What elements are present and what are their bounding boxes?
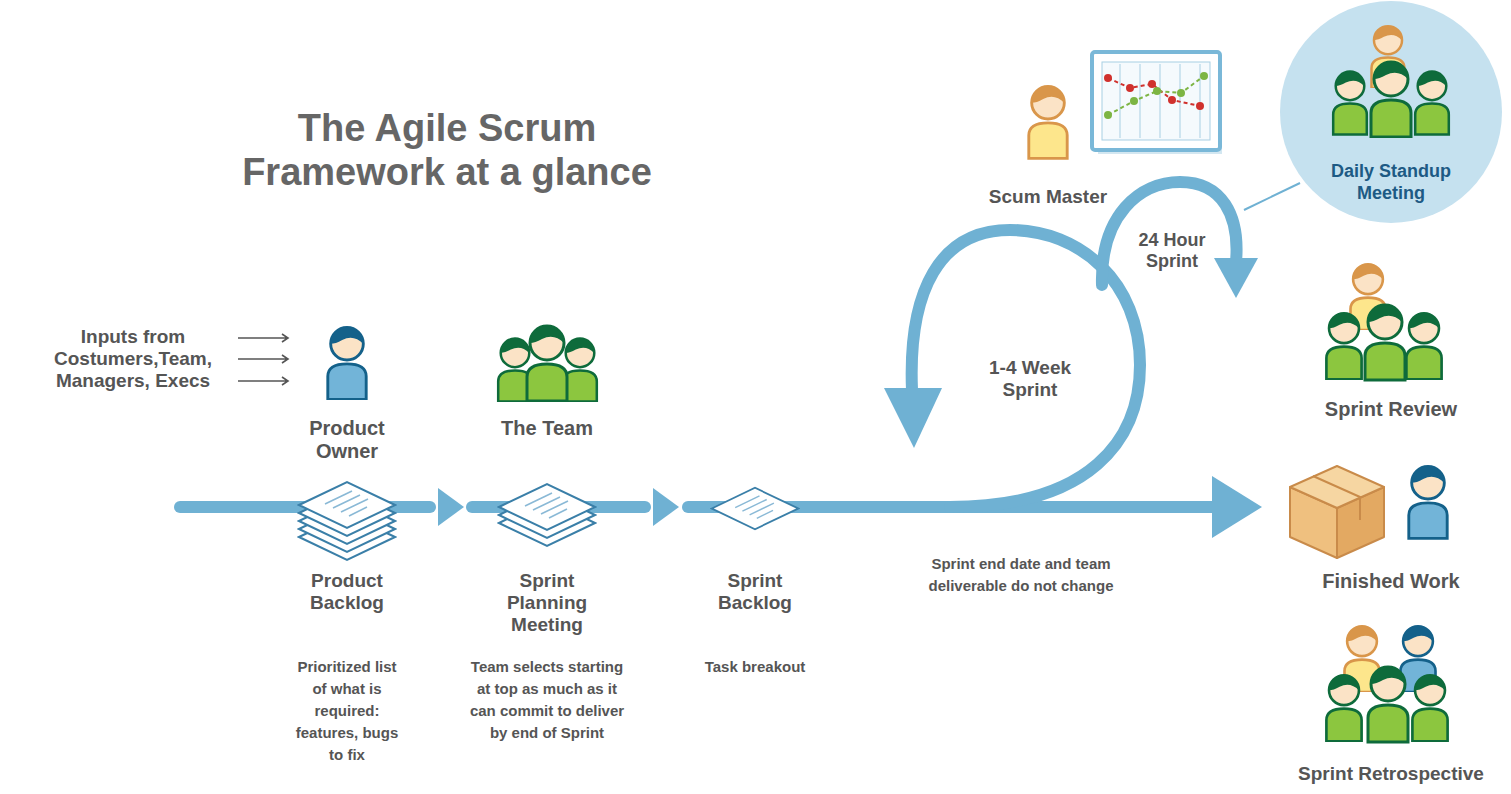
description-note: Task breakout [680, 656, 830, 678]
artifact-label: Product Backlog [277, 570, 417, 614]
event-label: Sprint Planning Meeting [477, 570, 617, 636]
burndown-chart [1092, 52, 1222, 154]
input-arrows [238, 334, 288, 385]
scrum-master-icon [1029, 86, 1067, 158]
meeting-label: Daily Standup Meeting [1279, 160, 1503, 204]
artifact-label: Sprint Backlog [695, 570, 815, 614]
team-icon [498, 326, 597, 402]
input-note: Inputs from Costumers,Team, Managers, Ex… [38, 326, 228, 392]
event-label: Sprint Retrospective [1266, 763, 1511, 785]
role-label: Scum Master [988, 186, 1108, 208]
artifact-label: Finished Work [1276, 570, 1506, 593]
role-label: Product Owner [277, 417, 417, 463]
role-label: The Team [477, 417, 617, 440]
flow-line [180, 182, 1237, 507]
event-label: Sprint Review [1276, 398, 1506, 421]
diagram-title: The Agile Scrum Framework at a glance [197, 106, 697, 194]
sprint-planning-stack [499, 484, 595, 546]
sprint-retrospective-icon [1326, 626, 1447, 742]
loop-label: 1-4 Week Sprint [970, 357, 1090, 401]
description-note: Team selects starting at top as much as … [469, 656, 625, 744]
description-note: Prioritized list of what is required: fe… [289, 656, 405, 766]
owner-icon [1409, 466, 1447, 538]
sprint-review-icon [1326, 264, 1441, 380]
product-owner-icon [328, 327, 366, 399]
product-backlog-stack [299, 482, 395, 560]
meeting-circle: Daily Standup Meeting [1279, 0, 1503, 224]
leader-line [1244, 183, 1300, 210]
arrowheads [438, 258, 1262, 538]
sprint-backlog-sheet [712, 488, 798, 529]
finished-box [1290, 466, 1384, 558]
rule-note: Sprint end date and team deliverable do … [921, 553, 1121, 597]
loop-label: 24 Hour Sprint [1126, 230, 1218, 271]
